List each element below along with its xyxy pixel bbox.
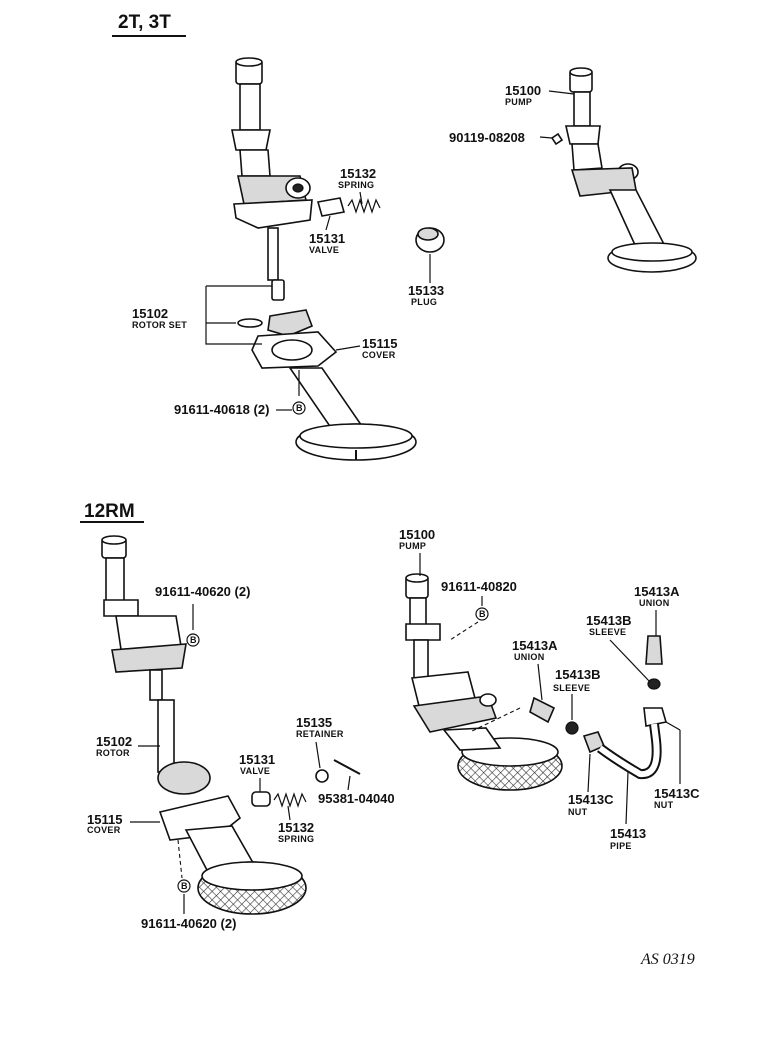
svg-text:90119-08208: 90119-08208 — [449, 130, 525, 145]
section-heading-12rm: 12RM — [80, 501, 144, 523]
svg-text:NUT: NUT — [654, 800, 674, 810]
callout-15102-rotor-set: 15102 ROTOR SET — [132, 285, 272, 345]
svg-text:15102: 15102 — [96, 734, 132, 749]
svg-text:15133: 15133 — [408, 283, 444, 298]
callout-15413-pipe: 15413 PIPE — [610, 771, 646, 851]
svg-text:15100: 15100 — [505, 83, 541, 98]
svg-text:15413A: 15413A — [634, 584, 680, 599]
b-marker-icon — [186, 633, 200, 647]
svg-text:15115: 15115 — [87, 812, 122, 827]
callout-15413a-union-top: 15413A UNION — [634, 584, 680, 636]
svg-text:B: B — [479, 609, 486, 619]
svg-text:15132: 15132 — [278, 820, 314, 835]
svg-text:PUMP: PUMP — [505, 97, 532, 107]
callout-15115-cover: 15115 COVER — [335, 336, 397, 360]
svg-text:SPRING: SPRING — [338, 180, 374, 190]
svg-text:95381-04040: 95381-04040 — [318, 791, 395, 806]
callout-15135-retainer: 15135 RETAINER — [296, 715, 344, 769]
svg-text:PIPE: PIPE — [610, 841, 632, 851]
svg-text:ROTOR SET: ROTOR SET — [132, 320, 187, 330]
svg-text:91611-40618 (2): 91611-40618 (2) — [174, 402, 269, 417]
svg-text:RETAINER: RETAINER — [296, 729, 344, 739]
callout-15413c-nut-left: 15413C NUT — [568, 753, 614, 817]
b-marker-icon — [177, 879, 191, 893]
callout-91611-40820-bolt: 91611-40820 B — [441, 579, 517, 641]
svg-text:15413C: 15413C — [568, 792, 614, 807]
svg-text:15413C: 15413C — [654, 786, 700, 801]
svg-text:SLEEVE: SLEEVE — [553, 683, 590, 693]
svg-text:VALVE: VALVE — [309, 245, 339, 255]
section-heading-2t-3t: 2T, 3T — [112, 12, 186, 37]
svg-text:15413: 15413 — [610, 826, 646, 841]
svg-text:PUMP: PUMP — [399, 541, 426, 551]
svg-text:SLEEVE: SLEEVE — [589, 627, 626, 637]
callout-15131-valve-12rm: 15131 VALVE — [239, 752, 275, 792]
svg-text:15413B: 15413B — [586, 613, 632, 628]
svg-text:NUT: NUT — [568, 807, 588, 817]
callout-15100-pump-top: 15100 PUMP — [505, 83, 575, 107]
svg-text:15102: 15102 — [132, 306, 168, 321]
svg-text:2T, 3T: 2T, 3T — [118, 12, 171, 33]
svg-text:VALVE: VALVE — [240, 766, 270, 776]
svg-text:COVER: COVER — [362, 350, 396, 360]
callout-15413b-sleeve-mid: 15413B SLEEVE — [553, 667, 601, 720]
callout-91611-40618-bolt: 91611-40618 (2) B — [174, 370, 306, 417]
svg-text:PLUG: PLUG — [411, 297, 437, 307]
svg-text:15100: 15100 — [399, 527, 435, 542]
callout-91611-40620-bottom: B 91611-40620 (2) — [141, 839, 236, 931]
pump-assembly-12rm-left — [101, 535, 361, 915]
callout-15100-pump-12rm: 15100 PUMP — [399, 527, 435, 576]
svg-text:ROTOR: ROTOR — [96, 748, 130, 758]
svg-text:91611-40820: 91611-40820 — [441, 579, 517, 594]
callout-15131-valve: 15131 VALVE — [309, 215, 345, 255]
callout-15133-plug: 15133 PLUG — [408, 254, 444, 307]
callout-15115-cover-12rm: 15115 COVER — [87, 812, 160, 835]
svg-text:12RM: 12RM — [84, 501, 135, 522]
pump-assembly-2t-3t — [231, 57, 445, 461]
svg-text:B: B — [296, 403, 303, 413]
svg-text:91611-40620 (2): 91611-40620 (2) — [141, 916, 236, 931]
callout-15413a-union-mid: 15413A UNION — [512, 638, 558, 701]
svg-text:15131: 15131 — [239, 752, 275, 767]
svg-text:B: B — [181, 881, 188, 891]
drawing-code: AS 0319 — [640, 951, 695, 968]
b-marker-icon — [292, 401, 306, 415]
svg-text:B: B — [190, 635, 197, 645]
svg-text:15132: 15132 — [340, 166, 376, 181]
svg-text:UNION: UNION — [639, 598, 670, 608]
svg-text:UNION: UNION — [514, 652, 545, 662]
callout-15413b-sleeve-top: 15413B SLEEVE — [586, 613, 651, 683]
svg-text:15131: 15131 — [309, 231, 345, 246]
callout-15132-spring-12rm: 15132 SPRING — [278, 805, 314, 844]
pump-assembly-15100-with-pipe — [405, 573, 668, 791]
svg-text:15135: 15135 — [296, 715, 332, 730]
callout-15413c-nut-right: 15413C NUT — [654, 721, 700, 810]
callout-15132-spring: 15132 SPRING — [338, 166, 376, 205]
svg-text:15413B: 15413B — [555, 667, 601, 682]
svg-text:15115: 15115 — [362, 336, 397, 351]
svg-text:91611-40620 (2): 91611-40620 (2) — [155, 584, 250, 599]
callout-91611-40620-top: 91611-40620 (2) B — [155, 584, 250, 647]
svg-text:COVER: COVER — [87, 825, 121, 835]
callout-15102-rotor: 15102 ROTOR — [96, 734, 160, 758]
svg-text:15413A: 15413A — [512, 638, 558, 653]
callout-90119-08208-screw: 90119-08208 — [449, 130, 553, 145]
b-marker-icon — [475, 607, 489, 621]
callout-95381-04040-pin: 95381-04040 — [318, 775, 395, 806]
svg-text:SPRING: SPRING — [278, 834, 314, 844]
pump-assembly-15100-top — [550, 67, 697, 273]
